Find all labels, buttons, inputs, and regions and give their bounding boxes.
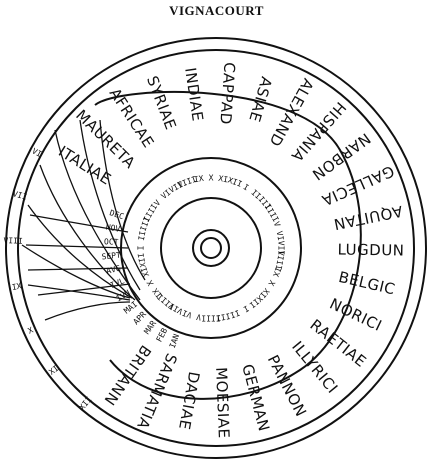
inner-mark: IIII <box>201 314 220 323</box>
inner-mark: VI <box>181 308 193 320</box>
outer-label: DACIAE <box>175 370 203 431</box>
gnomon-mark: X <box>27 325 35 335</box>
inner-mark: XI <box>218 174 229 185</box>
outer-label: BELGIC <box>337 268 397 299</box>
month-label: FEB <box>155 326 170 343</box>
gnomon-mark: VII <box>12 189 28 201</box>
outer-label: SYRIAE <box>143 73 180 132</box>
inner-mark: IX <box>193 174 204 185</box>
outer-rim <box>5 37 427 459</box>
inner-mark: XII <box>227 175 244 188</box>
month-label: MAR <box>142 319 158 336</box>
inner-mark: II <box>137 230 148 241</box>
outer-label: MOESIAE <box>212 367 233 439</box>
inner-mark: X <box>145 279 155 288</box>
outer-label: INDIAE <box>181 66 207 122</box>
inner-mark: V <box>272 220 282 228</box>
inner-mark: XI <box>139 266 151 278</box>
outer-label: AQUITAN <box>332 202 404 234</box>
inner-mark: I <box>242 303 251 313</box>
hour-lines <box>21 119 146 321</box>
inner-mark: I <box>137 245 146 250</box>
month-label: NOV <box>105 222 121 233</box>
outer-label: CAPPAD <box>216 62 238 126</box>
outer-label: GERMAN <box>238 362 273 433</box>
month-label: IVN <box>115 288 132 303</box>
inner-mark: IX <box>271 266 283 278</box>
month-label: OCT <box>104 237 119 247</box>
gnomon-mark: XII <box>77 395 93 412</box>
center-hole <box>200 237 222 259</box>
inner-rim <box>17 49 415 447</box>
ring-inner <box>120 157 302 339</box>
gnomon-mark: VI <box>30 146 43 159</box>
month-label: SEPT <box>101 251 121 262</box>
month-label: AVG <box>105 264 121 276</box>
gnomon-mark: VIII <box>3 236 23 246</box>
gnomon-mark: IX <box>11 281 22 292</box>
inner-mark: X <box>209 174 214 183</box>
separator-spiral <box>94 91 362 400</box>
inner-mark: V <box>152 198 162 208</box>
ring-center-inner <box>192 229 230 267</box>
inner-mark: I <box>242 182 251 192</box>
outer-label: LUGDUN <box>337 240 404 259</box>
ring-center-outer <box>160 197 262 299</box>
inner-mark: XII <box>136 252 147 268</box>
inner-mark: II <box>229 308 241 320</box>
month-label: DEC <box>108 208 125 221</box>
inner-mark: XII <box>247 294 264 310</box>
month-label: IAN <box>168 333 181 350</box>
inner-mark: X <box>266 279 276 288</box>
inner-mark: III <box>215 311 231 322</box>
month-label: APR <box>131 310 148 327</box>
inner-mark: V <box>195 312 201 322</box>
page-title: VIGNACOURT <box>169 3 264 18</box>
inner-mark: VIII <box>274 250 286 271</box>
inner-mark: VII <box>277 241 286 256</box>
inner-mark: VI <box>275 230 286 241</box>
